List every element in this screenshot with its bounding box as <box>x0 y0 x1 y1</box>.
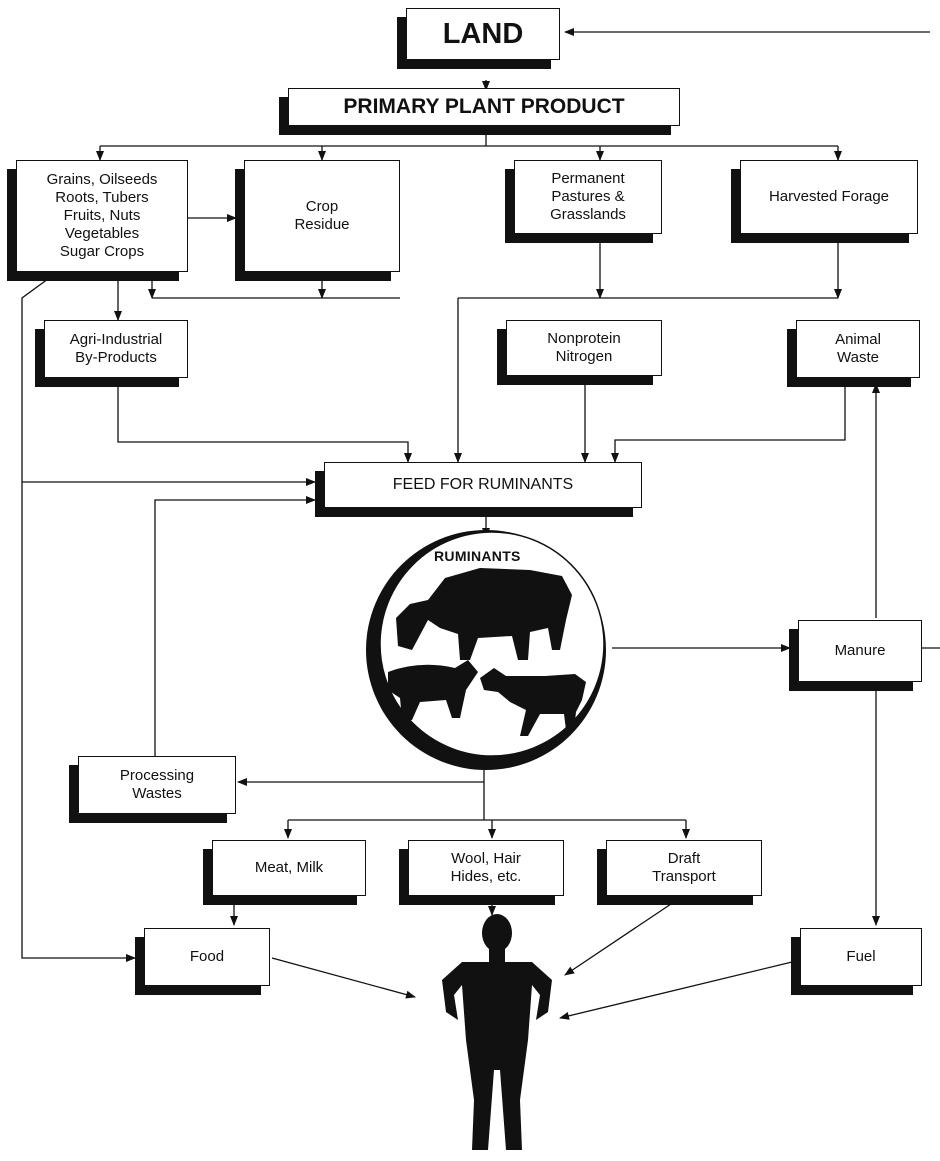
sheep-icon <box>388 660 478 720</box>
meat-milk-box: Meat, Milk <box>212 840 366 896</box>
goat-icon <box>480 668 586 736</box>
draft-transport-box: Draft Transport <box>606 840 762 896</box>
human-figure-icon <box>442 914 552 1150</box>
harvested-forage-box: Harvested Forage <box>740 160 918 234</box>
connector-lines <box>21 28 940 1020</box>
primary-plant-product-box: PRIMARY PLANT PRODUCT <box>288 88 680 126</box>
cow-icon <box>396 568 572 660</box>
processing-wastes-box: Processing Wastes <box>78 756 236 814</box>
grains-box: Grains, Oilseeds Roots, Tubers Fruits, N… <box>16 160 188 272</box>
manure-box: Manure <box>798 620 922 682</box>
nonprotein-nitrogen-box: Nonprotein Nitrogen <box>506 320 662 376</box>
ruminants-label: RUMINANTS <box>434 548 521 564</box>
crop-residue-box: Crop Residue <box>244 160 400 272</box>
ruminants-circle <box>366 530 606 770</box>
pastures-box: Permanent Pastures & Grasslands <box>514 160 662 234</box>
food-box: Food <box>144 928 270 986</box>
wool-hair-box: Wool, Hair Hides, etc. <box>408 840 564 896</box>
animal-waste-box: Animal Waste <box>796 320 920 378</box>
feed-for-ruminants-box: FEED FOR RUMINANTS <box>324 462 642 508</box>
land-box: LAND <box>406 8 560 60</box>
agri-industrial-box: Agri-Industrial By-Products <box>44 320 188 378</box>
fuel-box: Fuel <box>800 928 922 986</box>
